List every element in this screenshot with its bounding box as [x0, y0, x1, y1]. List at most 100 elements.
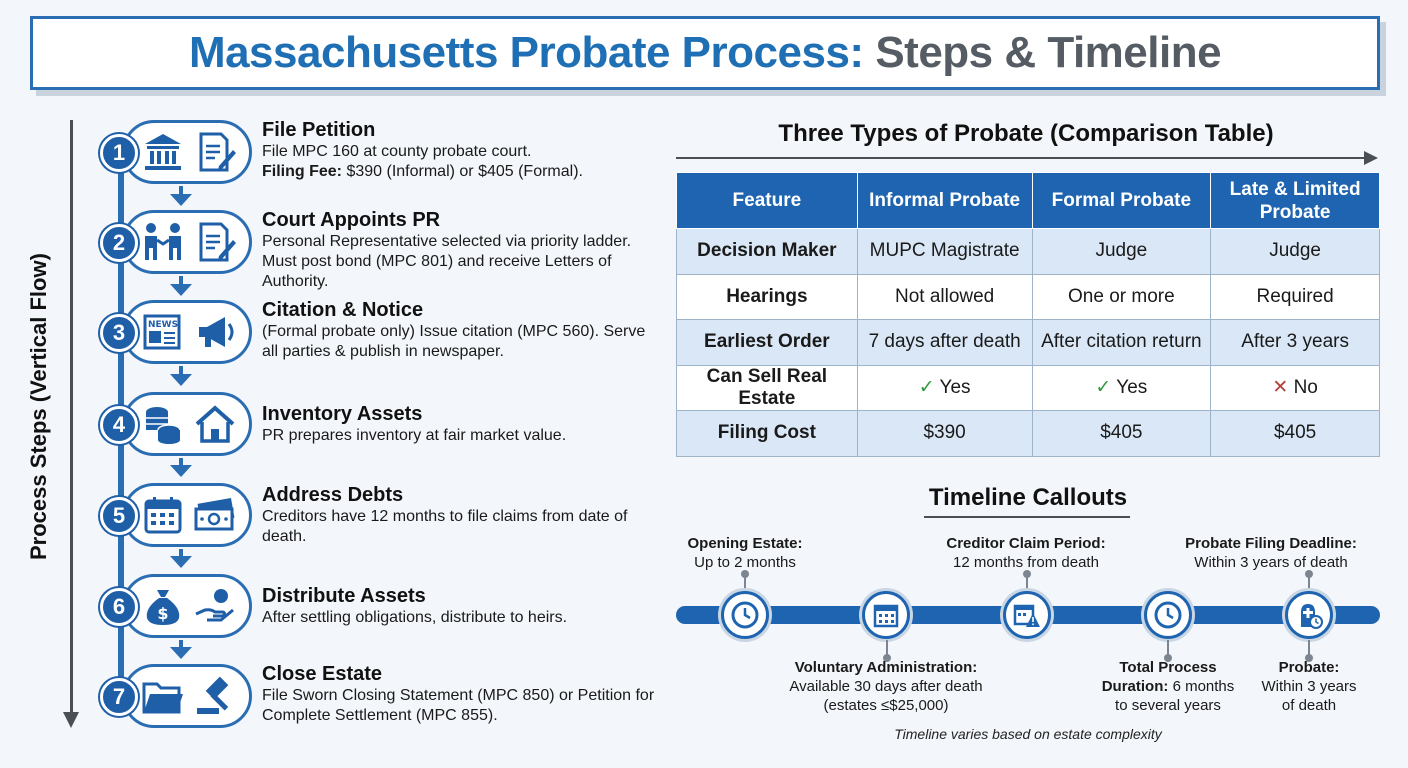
step-description: Personal Representative selected via pri…: [262, 233, 632, 290]
timeline-callout: Opening Estate: Up to 2 months: [676, 534, 814, 572]
step-icon-pill: [122, 210, 252, 274]
callout-text: (estates ≤$25,000): [823, 697, 949, 714]
table-cell: One or more: [1031, 273, 1212, 320]
step-number: 3: [100, 314, 138, 352]
step-title: Distribute Assets: [262, 585, 426, 607]
flow-arrow-head: [63, 712, 79, 728]
table-arrow-line: [676, 157, 1366, 159]
check-icon: ✓: [1095, 377, 1112, 399]
table-cell: After 3 years: [1210, 319, 1380, 366]
step-2: 2 Court Appoints PR Personal Representat…: [100, 208, 660, 290]
table-arrow-head: [1364, 151, 1378, 165]
step-4: 4 Inventory Assets PR prepares inventory…: [100, 390, 660, 460]
cash-icon: [194, 498, 235, 531]
table-cell: Decision Maker: [676, 228, 858, 275]
handshake-icon: [145, 223, 181, 260]
step-number: 2: [100, 224, 138, 262]
step-description: File Sworn Closing Statement (MPC 850) o…: [262, 687, 655, 724]
newspaper-text: NEWS: [148, 320, 178, 330]
table-header-row: Feature Informal Probate Formal Probate …: [676, 172, 1380, 229]
callout-dot: [1305, 654, 1313, 662]
callout-dot: [883, 654, 891, 662]
callout-label: Opening Estate:: [687, 535, 803, 552]
callout-label: Creditor Claim Period:: [946, 535, 1106, 552]
callout-label: Total Process: [1119, 659, 1217, 676]
table-header: Feature: [676, 172, 858, 229]
step-description: Creditors have 12 months to file claims …: [262, 508, 628, 545]
callout-text: Within 3 years of death: [1194, 554, 1348, 571]
down-arrow: [170, 284, 192, 296]
callout-text: 6 months: [1172, 678, 1235, 695]
arrow-stem: [179, 366, 183, 374]
timeline-title-underline: [924, 516, 1130, 518]
callout-stem: [1308, 572, 1310, 592]
down-arrow: [170, 374, 192, 386]
arrow-stem: [179, 640, 183, 648]
step-3: NEWS 3 Citation & Notice (Formal probate…: [100, 298, 660, 368]
step-number: 5: [100, 497, 138, 535]
timeline-node: [721, 591, 769, 639]
calendar-icon: [873, 604, 899, 628]
table-cell: Filing Cost: [676, 410, 858, 457]
house-icon: [195, 405, 235, 443]
giving-hand-icon: [195, 589, 234, 622]
table-header: Formal Probate: [1031, 172, 1212, 229]
person-clock-icon: [1301, 604, 1323, 629]
clock-icon: [731, 601, 759, 629]
calendar-icon: [144, 497, 182, 534]
step-description: File MPC 160 at county probate court.Fil…: [262, 142, 662, 182]
table-cell: Hearings: [676, 273, 858, 320]
title-part-2: Steps & Timeline: [875, 28, 1222, 77]
flow-label: Process Steps (Vertical Flow): [26, 253, 51, 560]
table-cell: After citation return: [1031, 319, 1212, 366]
clock-icon: [1154, 601, 1182, 629]
step-icon-pill: [122, 483, 252, 547]
arrow-stem: [179, 276, 183, 284]
step-icon-pill: [122, 664, 252, 728]
table-cell: ✓ Yes: [856, 364, 1033, 411]
table-row: Hearings Not allowed One or more Require…: [676, 273, 1380, 320]
courthouse-icon: [145, 134, 181, 170]
table-header: Late & Limited Probate: [1210, 172, 1380, 229]
callout-stem: [1026, 572, 1028, 592]
coins-icon: [146, 407, 181, 444]
filing-fee-text: $390 (Informal) or $405 (Formal).: [346, 163, 583, 180]
timeline-node: [1144, 591, 1192, 639]
callout-label: Probate:: [1278, 659, 1340, 676]
callout-text: Available 30 days after death: [789, 678, 983, 695]
callout-label-2: Duration:: [1101, 678, 1169, 695]
timeline-callout: Probate Filing Deadline: Within 3 years o…: [1172, 534, 1370, 572]
megaphone-icon: [199, 317, 234, 347]
table-cell: $405: [1210, 410, 1380, 457]
callout-text: 12 months from death: [953, 554, 1099, 571]
table-row: Filing Cost $390 $405 $405: [676, 410, 1380, 457]
check-icon: ✓: [918, 377, 935, 399]
step-title: Citation & Notice: [262, 299, 424, 321]
page-title: Massachusetts Probate Process: Steps & T…: [188, 28, 1222, 78]
step-5: 5 Address Debts Creditors have 12 months…: [100, 481, 660, 551]
timeline-note: Timeline varies based on estate complexi…: [894, 726, 1162, 742]
cross-icon: ✕: [1272, 377, 1289, 399]
filing-fee-label: Filing Fee:: [262, 163, 342, 180]
document-pen-icon: [199, 222, 236, 262]
calendar-warning-icon: [1013, 604, 1040, 627]
document-pen-icon: [199, 132, 236, 172]
callout-text: Up to 2 months: [694, 554, 796, 571]
table-cell: Required: [1210, 273, 1380, 320]
step-7: 7 Close Estate File Sworn Closing Statem…: [100, 662, 660, 732]
step-1: 1 File Petition File MPC 160 at county p…: [100, 118, 660, 188]
step-title: Inventory Assets: [262, 403, 423, 425]
timeline-title: Timeline Callouts: [928, 484, 1128, 511]
table-header: Informal Probate: [856, 172, 1033, 229]
table-cell: Earliest Order: [676, 319, 858, 366]
timeline-node: [862, 591, 910, 639]
callout-stem: [886, 640, 888, 658]
callout-label: Probate Filing Deadline:: [1185, 535, 1357, 552]
step-number: 6: [100, 588, 138, 626]
cell-text: Yes: [1116, 377, 1148, 399]
timeline-node: [1003, 591, 1051, 639]
title-part-1: Massachusetts Probate Process:: [188, 28, 864, 77]
table-title: Three Types of Probate (Comparison Table…: [778, 120, 1274, 147]
